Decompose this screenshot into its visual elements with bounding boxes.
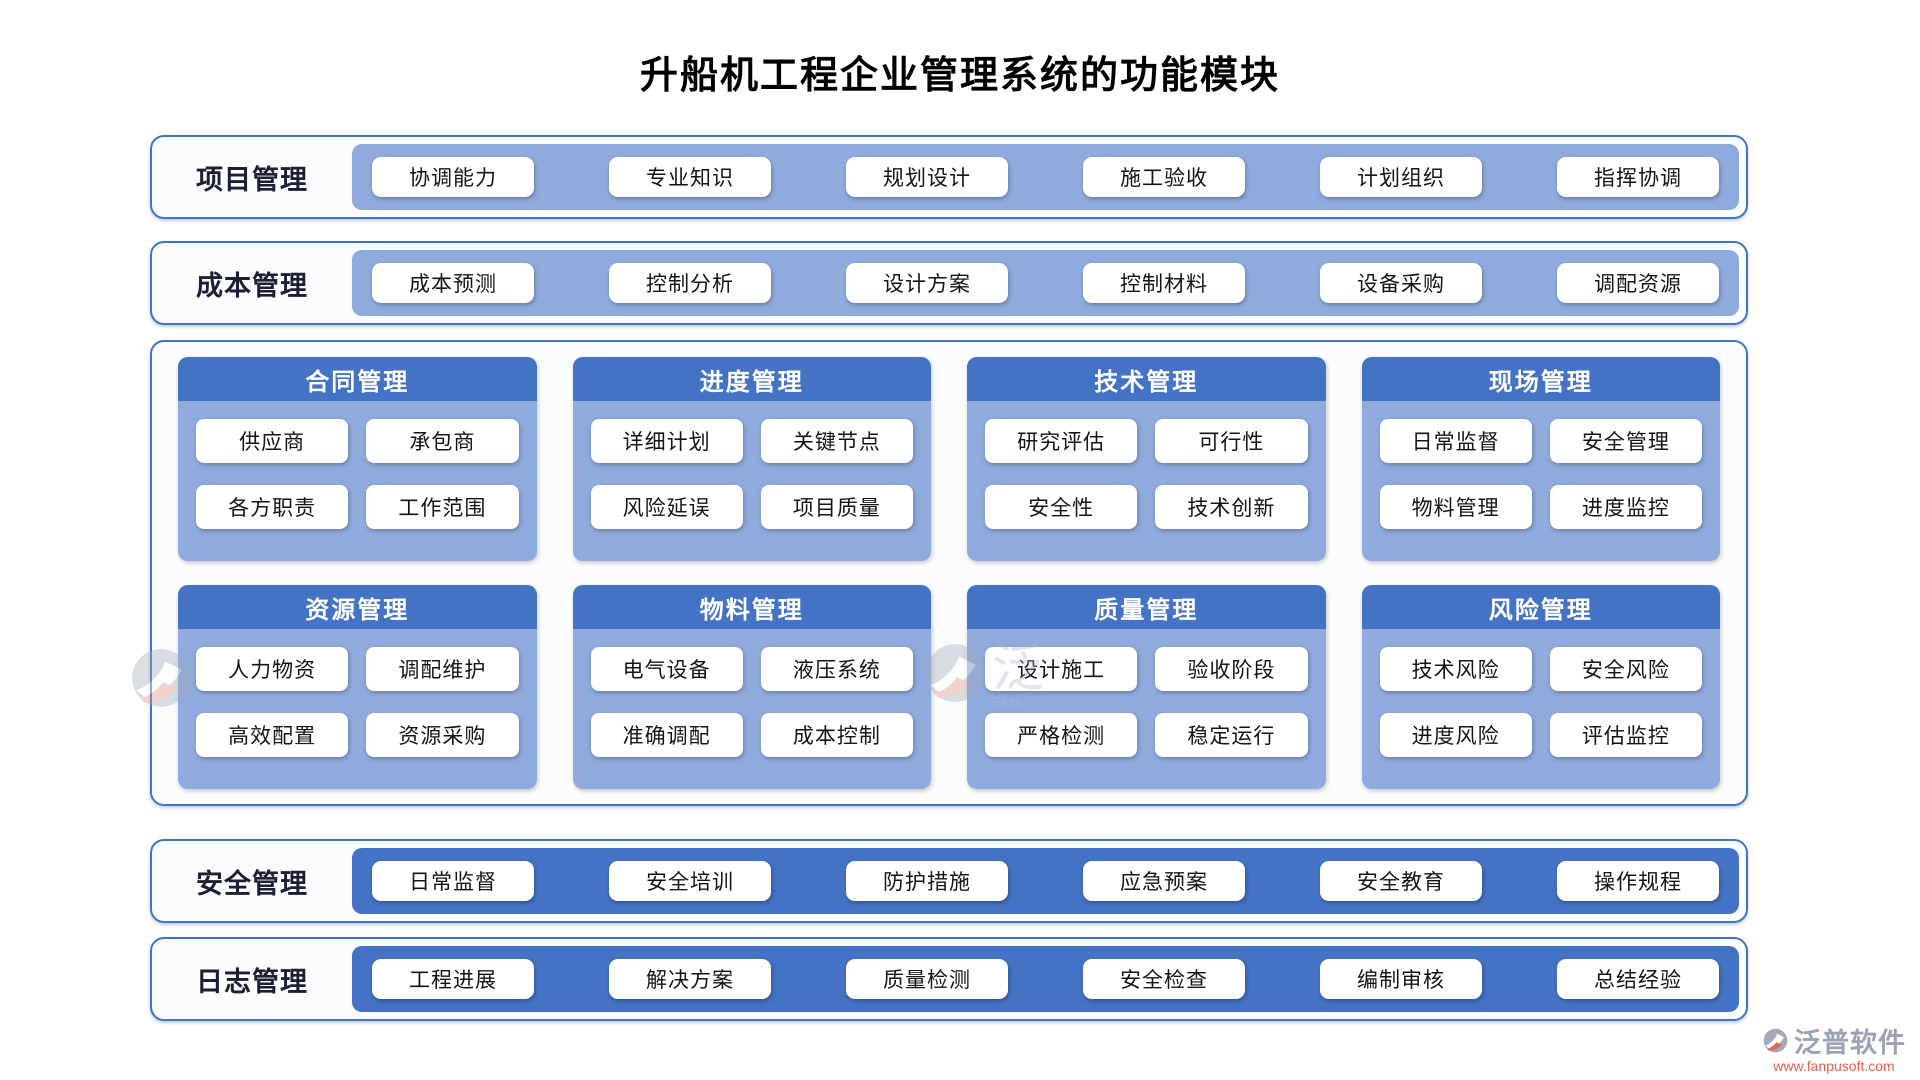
module-pill: 操作规程: [1557, 861, 1719, 901]
module-pill: 防护措施: [846, 861, 1008, 901]
card-pill: 安全风险: [1549, 647, 1702, 691]
card-title: 质量管理: [967, 585, 1326, 629]
module-pill: 质量检测: [846, 959, 1008, 999]
module-pill: 指挥协调: [1557, 157, 1719, 197]
card-title: 物料管理: [572, 585, 931, 629]
card-pill: 日常监督: [1379, 419, 1532, 463]
module-pill: 专业知识: [609, 157, 771, 197]
card-progress-management: 进度管理 详细计划 关键节点 风险延误 项目质量: [572, 357, 932, 561]
row-label: 日志管理: [196, 966, 308, 997]
card-pill: 进度风险: [1379, 713, 1532, 757]
card-pill: 验收阶段: [1155, 647, 1308, 691]
card-contract-management: 合同管理 供应商 承包商 各方职责 工作范围: [178, 357, 537, 561]
module-band: 工程进展 解决方案 质量检测 安全检查 编制审核 总结经验: [352, 946, 1739, 1012]
row-panel-safety-management: 安全管理 日常监督 安全培训 防护措施 应急预案 安全教育 操作规程: [150, 839, 1748, 923]
card-pill: 风险延误: [590, 485, 743, 529]
module-pill: 总结经验: [1557, 959, 1719, 999]
module-pill: 协调能力: [372, 157, 534, 197]
card-body: 日常监督 安全管理 物料管理 进度监控: [1362, 401, 1721, 561]
card-body: 详细计划 关键节点 风险延误 项目质量: [573, 401, 932, 561]
card-pill: 稳定运行: [1155, 713, 1308, 757]
module-pill: 计划组织: [1320, 157, 1482, 197]
module-pill: 设计方案: [846, 263, 1008, 303]
card-pill: 成本控制: [760, 713, 913, 757]
page-title: 升船机工程企业管理系统的功能模块: [639, 55, 1280, 97]
card-site-management: 现场管理 日常监督 安全管理 物料管理 进度监控: [1361, 357, 1721, 561]
card-pill: 工作范围: [366, 485, 519, 529]
card-pill: 详细计划: [590, 419, 743, 463]
row-panel-log-management: 日志管理 工程进展 解决方案 质量检测 安全检查 编制审核 总结经验: [150, 937, 1748, 1021]
module-pill: 安全教育: [1320, 861, 1482, 901]
module-pill: 日常监督: [372, 861, 534, 901]
module-pill: 控制分析: [609, 263, 771, 303]
card-body: 供应商 承包商 各方职责 工作范围: [178, 401, 537, 561]
card-title: 合同管理: [178, 357, 537, 401]
card-pill: 调配维护: [366, 647, 519, 691]
row-panel-project-management: 项目管理 协调能力 专业知识 规划设计 施工验收 计划组织 指挥协调: [150, 135, 1748, 219]
card-title: 现场管理: [1361, 357, 1720, 401]
module-pill: 控制材料: [1083, 263, 1245, 303]
row-label: 安全管理: [196, 868, 308, 899]
card-body: 电气设备 液压系统 准确调配 成本控制: [573, 629, 932, 789]
module-pill: 规划设计: [846, 157, 1008, 197]
card-body: 研究评估 可行性 安全性 技术创新: [967, 401, 1326, 561]
card-body: 技术风险 安全风险 进度风险 评估监控: [1362, 629, 1721, 789]
card-quality-management: 质量管理 设计施工 验收阶段 严格检测 稳定运行: [967, 585, 1326, 789]
module-pill: 成本预测: [372, 263, 534, 303]
footer-brand: 泛普软件 www.fanpusoft.com: [1762, 1021, 1906, 1074]
card-pill: 电气设备: [590, 647, 743, 691]
module-card-grid-panel: 合同管理 供应商 承包商 各方职责 工作范围 进度管理 详细计划 关键节点 风险…: [150, 340, 1748, 806]
row-panel-cost-management: 成本管理 成本预测 控制分析 设计方案 控制材料 设备采购 调配资源: [150, 241, 1748, 325]
card-technology-management: 技术管理 研究评估 可行性 安全性 技术创新: [967, 357, 1326, 561]
card-risk-management: 风险管理 技术风险 安全风险 进度风险 评估监控: [1361, 585, 1721, 789]
row-label: 项目管理: [196, 164, 308, 195]
card-pill: 物料管理: [1379, 485, 1532, 529]
card-pill: 评估监控: [1549, 713, 1702, 757]
card-pill: 安全管理: [1549, 419, 1702, 463]
module-pill: 安全检查: [1083, 959, 1245, 999]
card-pill: 准确调配: [590, 713, 743, 757]
card-title: 进度管理: [572, 357, 931, 401]
module-pill: 解决方案: [609, 959, 771, 999]
card-body: 设计施工 验收阶段 严格检测 稳定运行: [967, 629, 1326, 789]
module-band: 协调能力 专业知识 规划设计 施工验收 计划组织 指挥协调: [352, 144, 1739, 210]
card-pill: 高效配置: [196, 713, 349, 757]
module-band: 日常监督 安全培训 防护措施 应急预案 安全教育 操作规程: [352, 848, 1739, 914]
card-body: 人力物资 调配维护 高效配置 资源采购: [178, 629, 537, 789]
card-pill: 供应商: [196, 419, 349, 463]
card-pill: 技术创新: [1155, 485, 1308, 529]
module-pill: 设备采购: [1320, 263, 1482, 303]
module-pill: 施工验收: [1083, 157, 1245, 197]
brand-logo-icon: [1763, 1028, 1788, 1053]
module-band: 成本预测 控制分析 设计方案 控制材料 设备采购 调配资源: [352, 250, 1739, 316]
brand-url: www.fanpusoft.com: [1773, 1058, 1895, 1074]
card-pill: 液压系统: [760, 647, 913, 691]
card-pill: 安全性: [985, 485, 1138, 529]
module-pill: 工程进展: [372, 959, 534, 999]
module-pill: 安全培训: [609, 861, 771, 901]
card-material-management: 物料管理 电气设备 液压系统 准确调配 成本控制: [572, 585, 932, 789]
card-pill: 人力物资: [196, 647, 349, 691]
card-pill: 设计施工: [985, 647, 1138, 691]
card-pill: 关键节点: [760, 419, 913, 463]
brand-name: 泛普软件: [1794, 1028, 1906, 1058]
card-title: 技术管理: [967, 357, 1326, 401]
card-title: 风险管理: [1361, 585, 1720, 629]
card-pill: 各方职责: [196, 485, 349, 529]
module-pill: 调配资源: [1557, 263, 1719, 303]
card-resource-management: 资源管理 人力物资 调配维护 高效配置 资源采购: [178, 585, 537, 789]
module-pill: 编制审核: [1320, 959, 1482, 999]
row-label: 成本管理: [196, 270, 308, 301]
card-pill: 项目质量: [760, 485, 913, 529]
card-pill: 资源采购: [366, 713, 519, 757]
card-pill: 研究评估: [985, 419, 1138, 463]
module-pill: 应急预案: [1083, 861, 1245, 901]
card-title: 资源管理: [178, 585, 537, 629]
card-pill: 严格检测: [985, 713, 1138, 757]
card-pill: 进度监控: [1549, 485, 1702, 529]
card-pill: 承包商: [366, 419, 519, 463]
card-pill: 技术风险: [1379, 647, 1532, 691]
card-pill: 可行性: [1155, 419, 1308, 463]
